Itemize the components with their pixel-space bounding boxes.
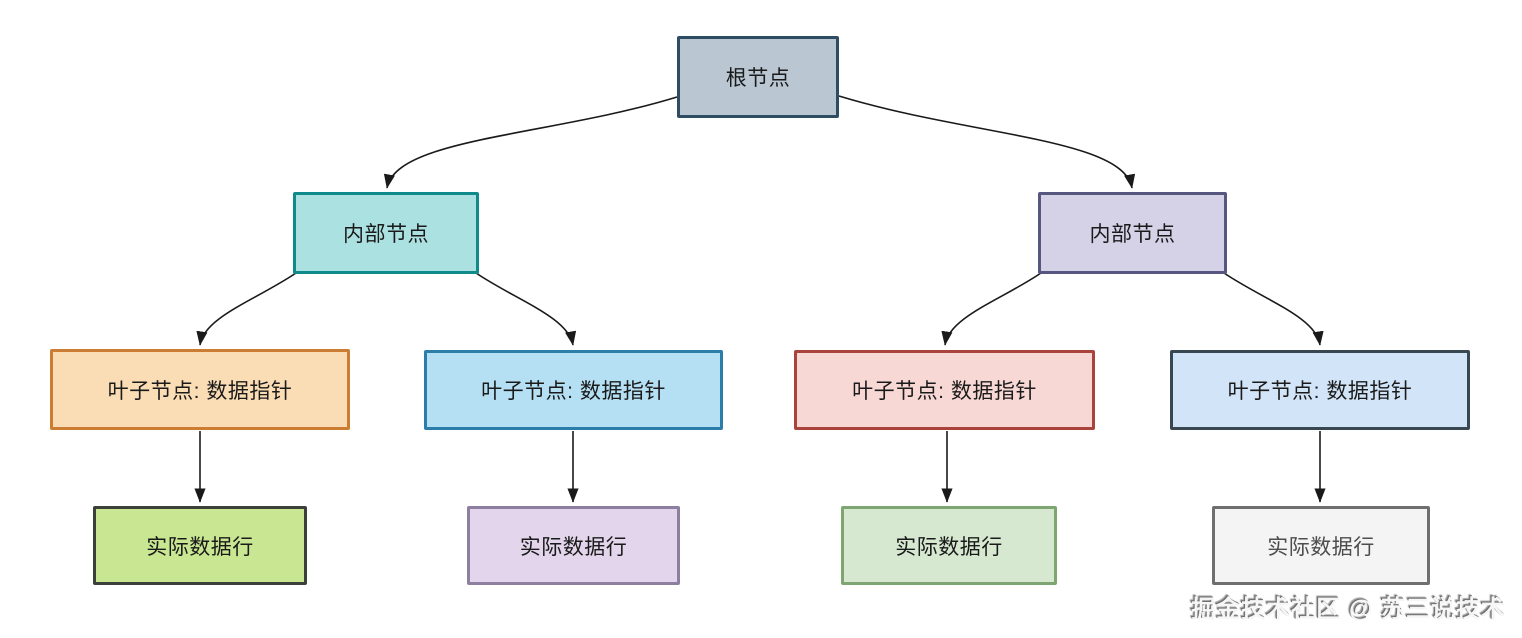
edge-internal-left-to-leaf-2	[475, 272, 577, 346]
node-internal-right: 内部节点	[1038, 192, 1227, 274]
edge-root-to-internal-right	[838, 95, 1136, 189]
watermark: 掘金技术社区 @ 苏三说技术	[1191, 596, 1506, 623]
node-row-4: 实际数据行	[1212, 506, 1430, 585]
node-internal-left: 内部节点	[293, 192, 479, 274]
node-leaf-3: 叶子节点: 数据指针	[794, 350, 1095, 430]
node-leaf-2: 叶子节点: 数据指针	[424, 350, 723, 430]
node-row-3: 实际数据行	[841, 506, 1057, 585]
node-root: 根节点	[677, 36, 839, 118]
node-row-2: 实际数据行	[467, 506, 680, 585]
edge-internal-right-to-leaf-3	[941, 272, 1042, 346]
edge-internal-right-to-leaf-4	[1223, 272, 1324, 346]
node-row-1: 实际数据行	[93, 506, 307, 585]
edge-internal-left-to-leaf-1	[196, 272, 297, 346]
edge-root-to-internal-left	[383, 96, 678, 189]
edges-group	[194, 95, 1326, 503]
node-leaf-4: 叶子节点: 数据指针	[1170, 350, 1470, 430]
node-leaf-1: 叶子节点: 数据指针	[50, 349, 350, 430]
